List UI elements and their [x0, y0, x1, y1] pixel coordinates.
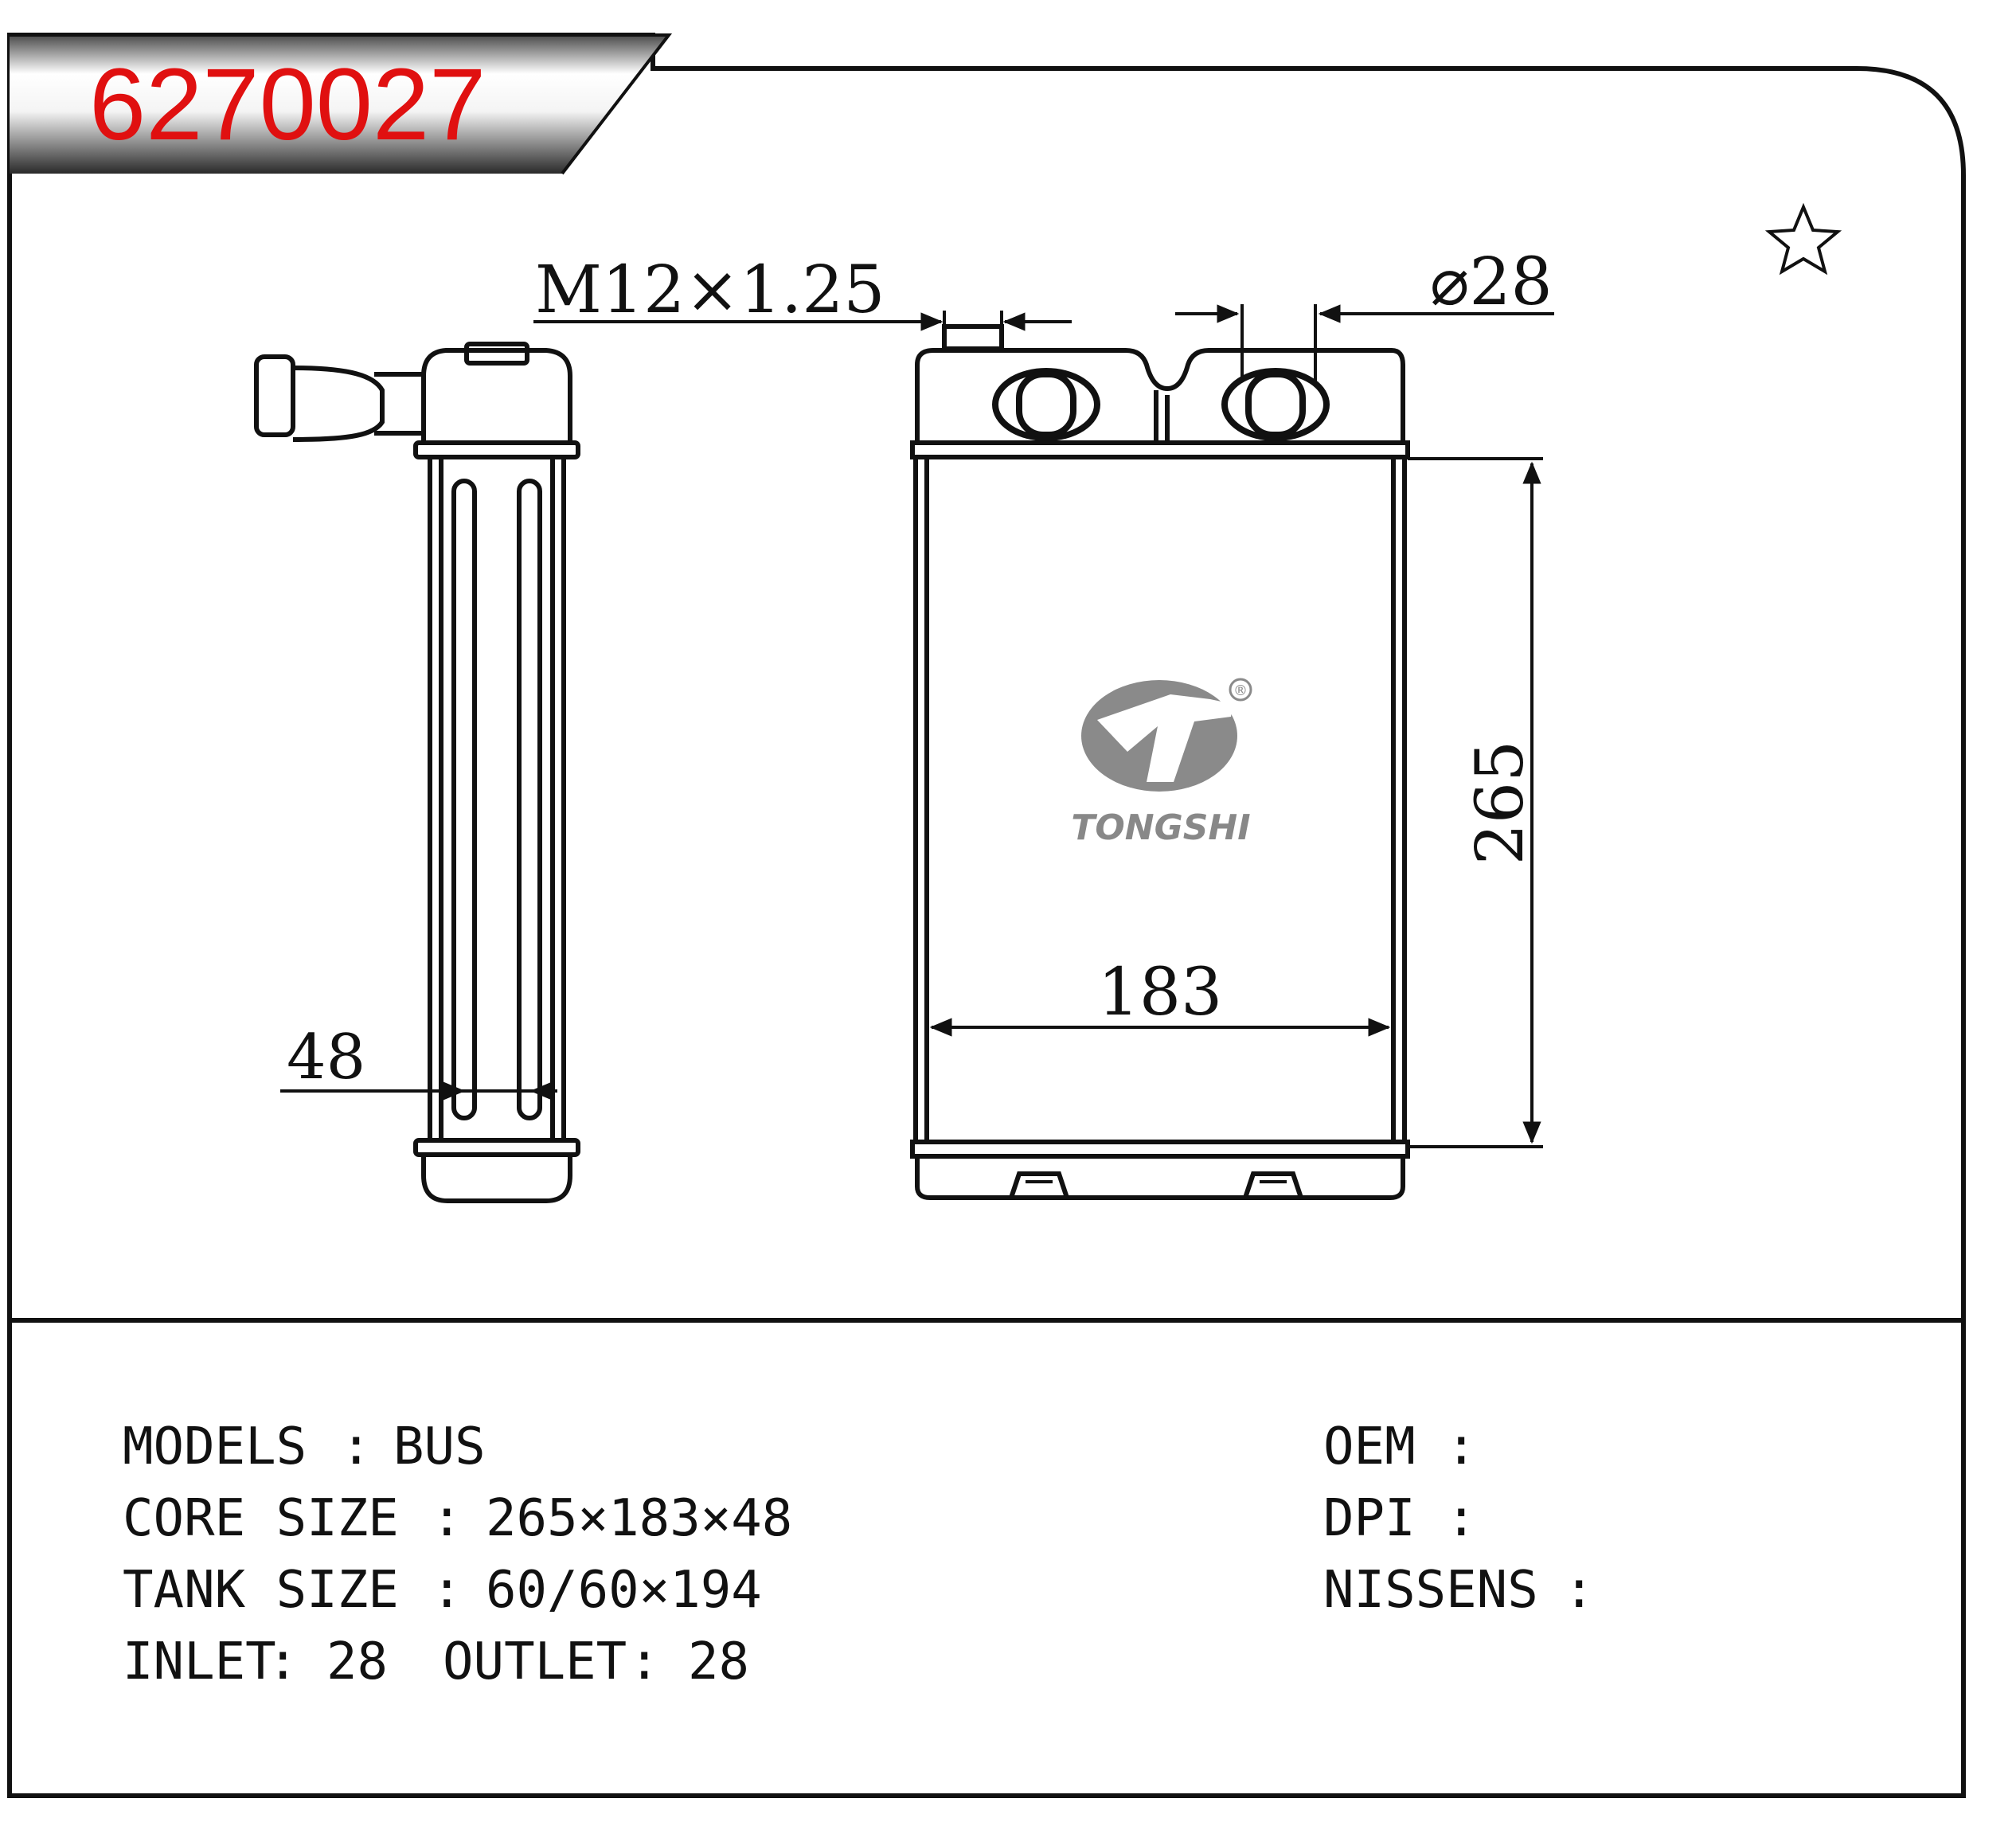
spec-row-core-size: CORE SIZE : 265×183×48 [123, 1489, 792, 1548]
diameter-dimension: ⌀28 [1175, 244, 1554, 382]
thread-dimension: M12×1.25 [533, 252, 1072, 334]
outlet-port [1221, 368, 1330, 441]
part-number: 6270027 [89, 48, 486, 162]
specs-right: OEM : DPI : NISSENS : [1323, 1417, 1595, 1620]
side-view-drawing [254, 342, 580, 1203]
depth-dimension: 48 [280, 1022, 557, 1101]
inlet-port [992, 368, 1100, 441]
star-outline-icon [1764, 202, 1842, 276]
spec-row-oem: OEM : [1323, 1417, 1477, 1476]
height-dimension: 265 [1408, 457, 1543, 1148]
part-number-banner: 6270027 [10, 33, 673, 175]
spec-row-models: MODELS : BUS [123, 1417, 486, 1476]
diameter-label: ⌀28 [1430, 244, 1553, 320]
spec-row-tank-size: TANK SIZE : 60/60×194 [123, 1561, 762, 1620]
spec-row-dpi: DPI : [1323, 1489, 1477, 1548]
thread-label: M12×1.25 [535, 252, 885, 328]
brand-name: TONGSHI [1071, 807, 1250, 848]
spec-row-nissens: NISSENS : [1323, 1561, 1595, 1620]
outer-frame [7, 33, 1966, 1798]
height-label: 265 [1463, 741, 1538, 866]
brand-logo: ® TONGSHI [1071, 678, 1252, 848]
tongshi-logo-icon [1081, 680, 1237, 792]
front-view-drawing [910, 324, 1410, 1200]
spec-row-inlet-outlet: INLET : 28 OUTLET : 28 [123, 1632, 749, 1691]
registered-mark: ® [1233, 682, 1248, 699]
width-label: 183 [1098, 955, 1223, 1030]
specs-left: MODELS : BUS CORE SIZE : 265×183×48 TANK… [123, 1417, 792, 1691]
depth-label: 48 [287, 1022, 365, 1093]
width-dimension: 183 [929, 955, 1391, 1037]
